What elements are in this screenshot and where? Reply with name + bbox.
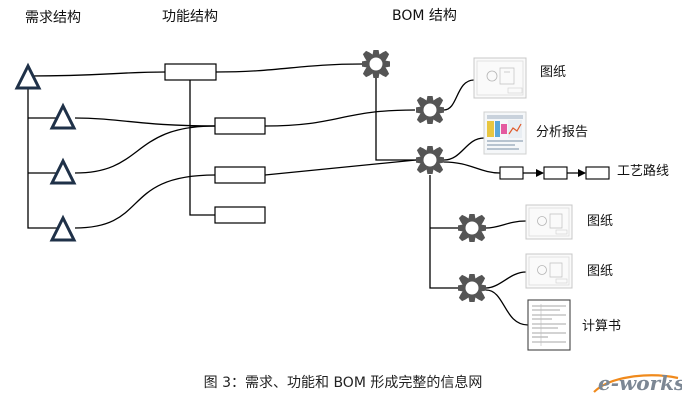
eworks-logo: e-works (593, 371, 682, 395)
calculation-document-thumbnail-icon (527, 299, 571, 351)
function-box-4 (214, 206, 266, 224)
svg-text:e-works: e-works (598, 371, 682, 395)
connector-lines (27, 63, 586, 326)
bom-gear-icon (362, 50, 390, 78)
requirement-triangle-icon (15, 64, 41, 90)
function-box-2 (214, 117, 266, 135)
requirement-structure-header: 需求结构 (25, 10, 81, 26)
drawing-label: 图纸 (587, 264, 614, 279)
drawing-thumbnail-icon (473, 57, 527, 99)
figure-caption: 图 3：需求、功能和 BOM 形成完整的信息网 (203, 375, 483, 391)
calculation-document-label: 计算书 (582, 319, 622, 334)
drawing-thumbnail-icon (525, 204, 573, 240)
process-step-box-1 (499, 166, 524, 180)
process-step-box-2 (543, 166, 568, 180)
function-box-1 (164, 63, 217, 81)
bom-gear-icon (416, 146, 444, 174)
analysis-report-label: 分析报告 (536, 125, 589, 140)
process-route-label: 工艺路线 (617, 164, 670, 179)
drawing-label: 图纸 (540, 65, 567, 80)
requirement-triangle-icon (50, 216, 76, 242)
bom-gear-icon (416, 96, 444, 124)
requirement-triangle-icon (50, 104, 76, 130)
drawing-thumbnail-icon (525, 253, 573, 289)
bom-structure-header: BOM 结构 (392, 8, 457, 24)
bom-gear-icon (458, 214, 486, 242)
bom-gear-icon (458, 274, 486, 302)
requirement-triangle-icon (50, 159, 76, 185)
drawing-label: 图纸 (587, 214, 614, 229)
process-step-box-3 (585, 166, 610, 180)
analysis-report-thumbnail-icon (483, 111, 527, 155)
function-box-3 (214, 166, 266, 184)
function-structure-header: 功能结构 (162, 9, 218, 25)
